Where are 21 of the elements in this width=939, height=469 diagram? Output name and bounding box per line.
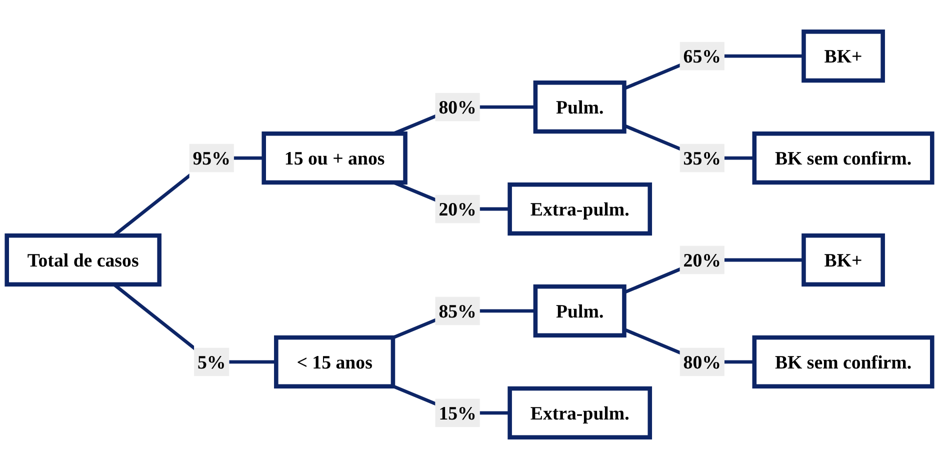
edge-label: 20% — [683, 249, 721, 271]
node-box: BK sem confirm. — [752, 335, 934, 388]
edge-label: 5% — [197, 351, 226, 373]
edge-label: 80% — [683, 351, 721, 373]
node-box: 15 ou + anos — [262, 131, 408, 185]
edge-label: 95% — [192, 147, 230, 169]
edge-label: 15% — [438, 402, 476, 424]
node-box: BK+ — [802, 233, 885, 287]
edge-label: 85% — [438, 300, 476, 322]
node-box: Total de casos — [4, 233, 162, 287]
edge-label: 80% — [438, 96, 476, 118]
node-box: Pulm. — [533, 80, 626, 134]
edge-label: 65% — [683, 45, 721, 67]
node-box: Extra-pulm. — [508, 182, 652, 236]
node-box: < 15 anos — [274, 335, 396, 388]
node-box: Pulm. — [533, 284, 626, 338]
node-box: BK+ — [802, 30, 885, 83]
node-box: Extra-pulm. — [508, 386, 652, 440]
edge-label: 20% — [438, 198, 476, 220]
edge-label: 35% — [683, 147, 721, 169]
node-box: BK sem confirm. — [752, 131, 934, 185]
